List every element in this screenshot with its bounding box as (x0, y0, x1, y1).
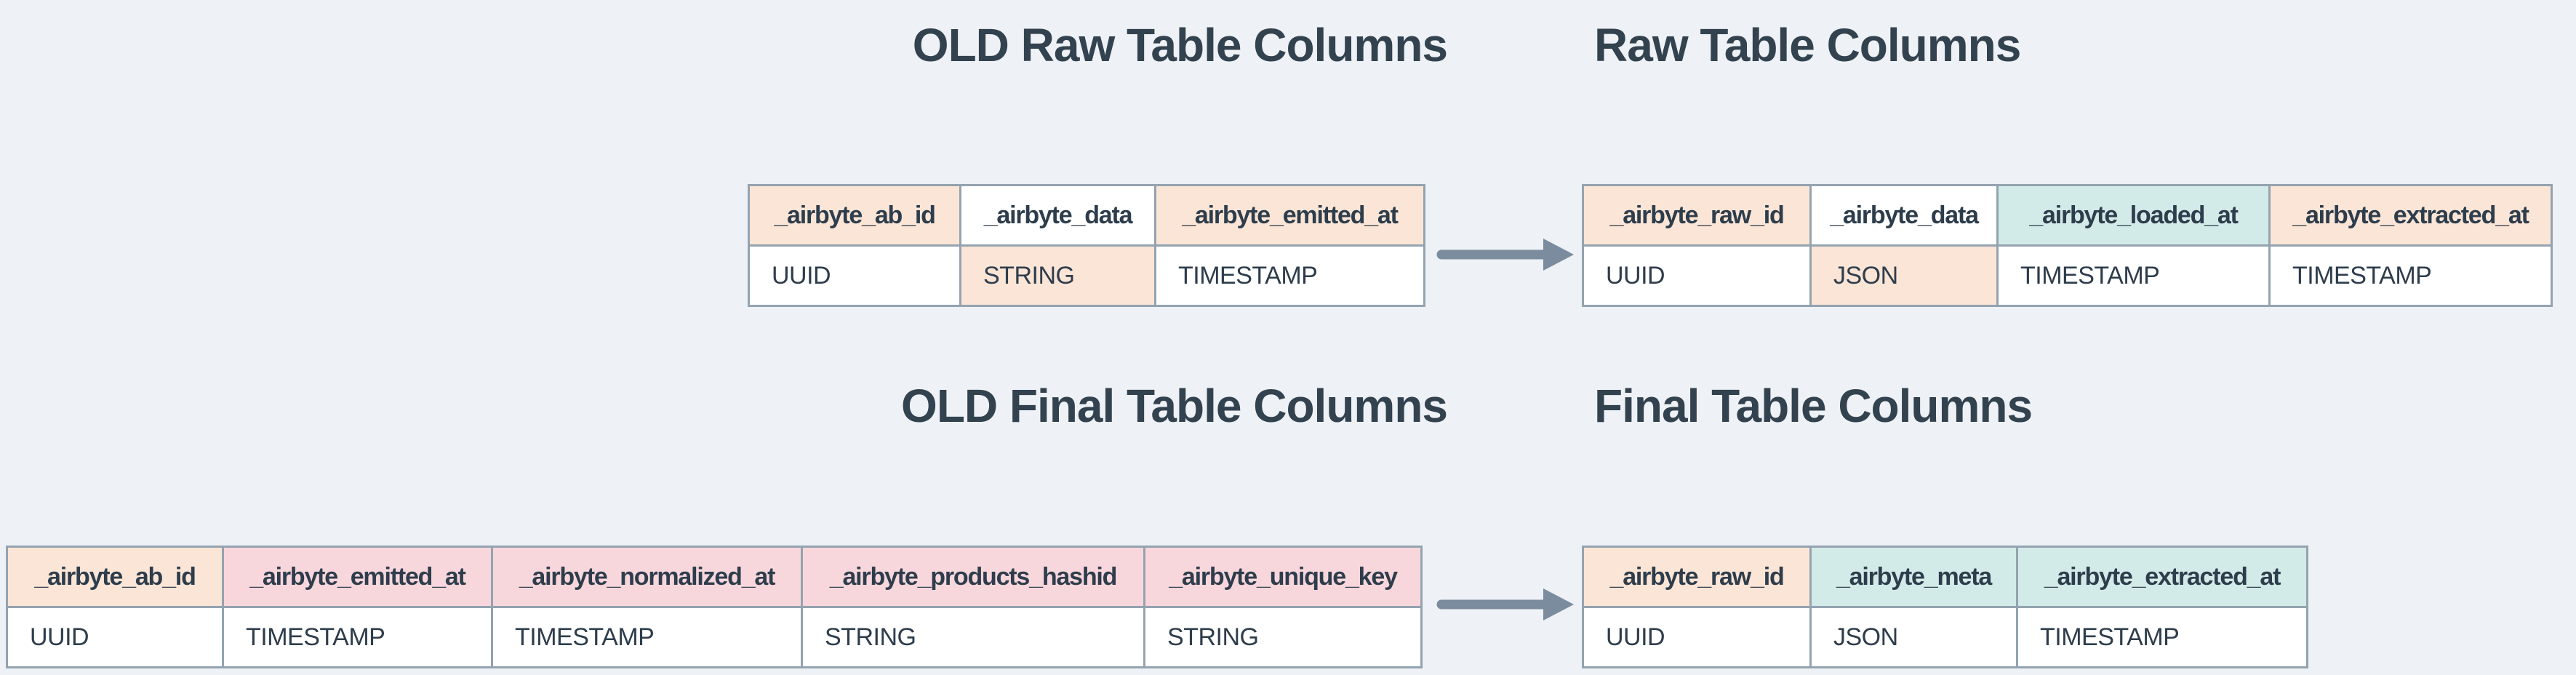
header-cell: _airbyte_unique_key (1145, 548, 1420, 606)
type-cell: JSON (1812, 247, 1996, 305)
header-cell: _airbyte_raw_id (1584, 548, 1809, 606)
type-cell: TIMESTAMP (2271, 247, 2551, 305)
header-cell: _airbyte_emitted_at (224, 548, 491, 606)
type-cell: UUID (1584, 247, 1809, 305)
header-cell: _airbyte_data (1812, 186, 1996, 244)
type-cell: TIMESTAMP (1156, 247, 1423, 305)
old-raw-table-title: OLD Raw Table Columns (912, 19, 1448, 71)
header-cell: _airbyte_extracted_at (2018, 548, 2306, 606)
type-cell: TIMESTAMP (224, 608, 491, 666)
old-raw-table: _airbyte_ab_id _airbyte_data _airbyte_em… (748, 184, 1425, 307)
type-cell: UUID (1584, 608, 1809, 666)
old-final-table: _airbyte_ab_id _airbyte_emitted_at _airb… (6, 546, 1423, 668)
type-cell: TIMESTAMP (2018, 608, 2306, 666)
header-cell: _airbyte_meta (1812, 548, 2016, 606)
new-final-table: _airbyte_raw_id _airbyte_meta _airbyte_e… (1582, 546, 2308, 668)
header-cell: _airbyte_raw_id (1584, 186, 1809, 244)
type-cell: TIMESTAMP (493, 608, 801, 666)
header-cell: _airbyte_products_hashid (803, 548, 1143, 606)
type-cell: UUID (8, 608, 222, 666)
header-cell: _airbyte_data (961, 186, 1154, 244)
type-cell: TIMESTAMP (1999, 247, 2268, 305)
old-final-table-title: OLD Final Table Columns (901, 380, 1448, 432)
header-cell: _airbyte_ab_id (750, 186, 959, 244)
type-cell: UUID (750, 247, 959, 305)
header-cell: _airbyte_extracted_at (2271, 186, 2551, 244)
new-raw-table: _airbyte_raw_id _airbyte_data _airbyte_l… (1582, 184, 2553, 307)
final-migration-arrow-icon (1436, 588, 1574, 620)
header-cell: _airbyte_normalized_at (493, 548, 801, 606)
header-cell: _airbyte_loaded_at (1999, 186, 2268, 244)
type-cell: STRING (961, 247, 1154, 305)
new-final-table-title: Final Table Columns (1594, 380, 2033, 432)
header-cell: _airbyte_ab_id (8, 548, 222, 606)
type-cell: STRING (803, 608, 1143, 666)
header-cell: _airbyte_emitted_at (1156, 186, 1423, 244)
raw-migration-arrow-icon (1436, 239, 1574, 271)
type-cell: STRING (1145, 608, 1420, 666)
type-cell: JSON (1812, 608, 2016, 666)
new-raw-table-title: Raw Table Columns (1594, 19, 2021, 71)
